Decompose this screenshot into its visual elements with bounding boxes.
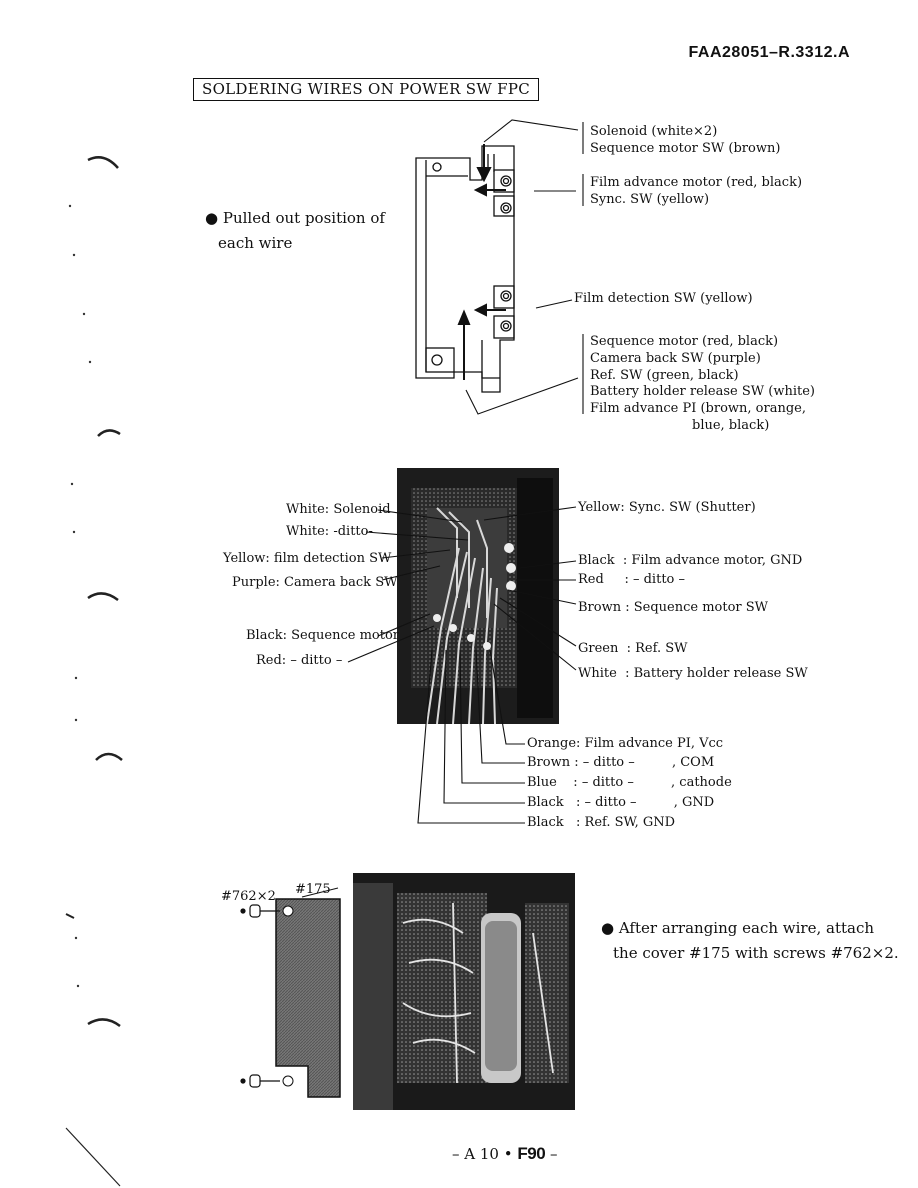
photo-label-brown-seq-motor-sw: Brown : Sequence motor SW	[578, 600, 769, 615]
photo-label-white-battery: White : Battery holder release SW	[578, 666, 808, 681]
screw-label: #762×2	[221, 889, 276, 904]
photo-label-red-ditto: Red: – ditto –	[256, 653, 343, 668]
model-name: F90	[517, 1144, 546, 1163]
photo-label-brown-com: Brown : – ditto – , COM	[527, 755, 715, 770]
photo-label-green-ref: Green : Ref. SW	[578, 641, 688, 656]
fpc-label-film-detection: Film detection SW (yellow)	[574, 291, 753, 306]
photo-label-yellow-film-detection: Yellow: film detection SW	[223, 551, 392, 566]
cover-photo	[353, 873, 575, 1110]
page-suffix: –	[549, 1145, 558, 1163]
fpc-label-solenoid: Solenoid (white×2)	[590, 124, 718, 139]
pull-out-note-line-2: each wire	[218, 234, 293, 252]
page-number: – A 10 •	[452, 1145, 513, 1163]
fpc-label-seq-motor: Sequence motor (red, black)	[590, 334, 779, 349]
photo-label-black-gnd: Black : – ditto – , GND	[527, 795, 715, 810]
page-footer: – A 10 • F90 –	[452, 1144, 557, 1164]
photo-label-black-ref-gnd: Black : Ref. SW, GND	[527, 815, 676, 830]
cover-note: ● After arranging each wire, attach the …	[601, 916, 899, 966]
wiring-photo-art	[397, 468, 559, 724]
photo-label-orange-pi: Orange: Film advance PI, Vcc	[527, 736, 724, 751]
photo-label-purple-camera-back: Purple: Camera back SW	[232, 575, 398, 590]
fpc-label-group-2: Film advance motor (red, black) Sync. SW…	[590, 174, 802, 208]
fpc-label-group-1: Solenoid (white×2) Sequence motor SW (br…	[590, 123, 780, 157]
fpc-label-group-3: Film detection SW (yellow)	[574, 291, 753, 306]
fpc-label-camera-back: Camera back SW (purple)	[590, 350, 761, 366]
fpc-label-group-4: Sequence motor (red, black) Camera back …	[590, 334, 815, 435]
photo-label-blue-cathode: Blue : – ditto – , cathode	[527, 775, 732, 790]
fpc-label-film-advance-motor: Film advance motor (red, black)	[590, 175, 803, 190]
photo-label-red-ditto-right: Red : – ditto –	[578, 572, 685, 587]
cover-label: #175	[295, 882, 331, 897]
photo-label-black-film-advance: Black : Film advance motor, GND	[578, 553, 803, 568]
fpc-label-sync-sw: Sync. SW (yellow)	[590, 192, 710, 207]
fpc-label-seq-motor-sw: Sequence motor SW (brown)	[590, 141, 781, 156]
fpc-label-film-advance-pi: Film advance PI (brown, orange,	[590, 401, 806, 417]
photo-label-yellow-sync: Yellow: Sync. SW (Shutter)	[578, 500, 756, 515]
photo-label-white-solenoid: White: Solenoid	[286, 502, 391, 517]
fpc-label-film-advance-pi-cont: blue, black)	[692, 417, 770, 433]
fpc-label-ref-sw: Ref. SW (green, black)	[590, 367, 739, 383]
photo-label-white-ditto: White: -ditto-	[286, 524, 373, 539]
document-id: FAA28051–R.3312.A	[688, 44, 850, 61]
cover-note-line-1: ● After arranging each wire, attach	[601, 919, 875, 937]
cover-photo-art	[353, 873, 575, 1110]
fpc-label-battery-holder: Battery holder release SW (white)	[590, 384, 815, 400]
photo-label-black-seq-motor: Black: Sequence motor	[246, 628, 400, 643]
pull-out-note: ● Pulled out position of each wire	[205, 206, 385, 256]
cover-note-line-2: the cover #175 with screws #762×2.	[613, 944, 899, 962]
section-title: SOLDERING WIRES ON POWER SW FPC	[193, 78, 539, 101]
pull-out-note-line-1: ● Pulled out position of	[205, 209, 385, 227]
